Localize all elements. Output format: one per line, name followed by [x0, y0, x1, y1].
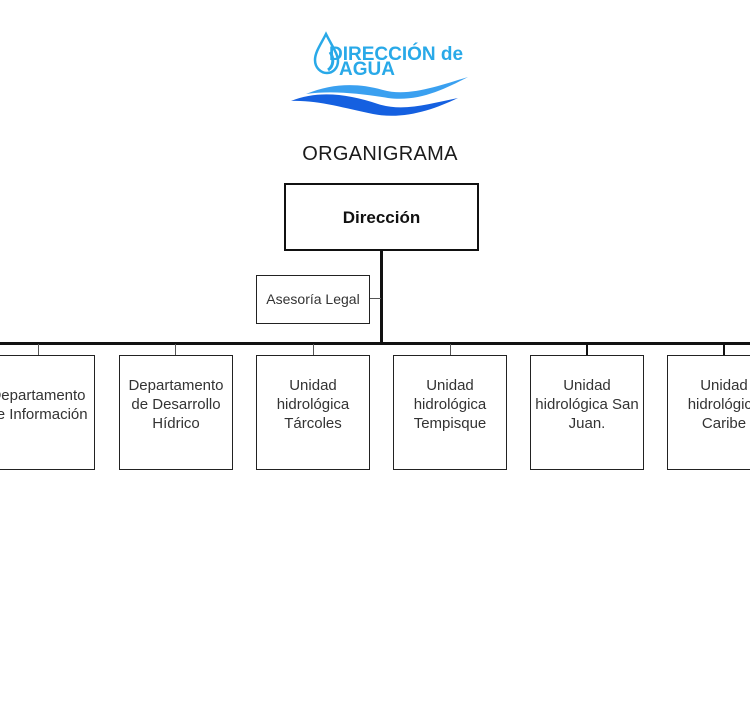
- org-node-unidad-san-juan[interactable]: Unidad hidrológica San Juan.: [530, 355, 644, 470]
- logo: DIRECCIÓN de AGUA: [288, 28, 473, 118]
- connector-root-vertical: [380, 251, 383, 345]
- connector-dept-5: [586, 344, 588, 355]
- logo-text-line1: DIRECCIÓN de: [329, 44, 464, 65]
- connector-dept-2: [175, 344, 176, 355]
- org-node-label: Unidad hidrológica Tárcoles: [276, 377, 350, 432]
- org-node-unidad-tarcoles[interactable]: Unidad hidrológica Tárcoles: [256, 355, 370, 470]
- connector-horizontal-bus: [0, 342, 750, 345]
- org-node-label: Unidad hidrológica Caribe: [687, 377, 750, 432]
- org-node-departamento-desarrollo-hidrico[interactable]: Departamento de Desarrollo Hídrico: [119, 355, 233, 470]
- org-node-unidad-tempisque[interactable]: Unidad hidrológica Tempisque: [393, 355, 507, 470]
- wave-top: [306, 77, 468, 99]
- connector-staff: [370, 298, 381, 299]
- org-node-label: Departamento de Información: [0, 386, 88, 423]
- connector-dept-3: [313, 344, 314, 355]
- org-node-departamento-informacion[interactable]: Departamento de Información: [0, 355, 95, 470]
- logo-graphics: [291, 31, 468, 116]
- connector-dept-4: [450, 344, 451, 355]
- water-drop-icon: [313, 31, 340, 75]
- org-node-label: Dirección: [342, 207, 421, 227]
- connector-dept-1: [38, 344, 39, 355]
- wave-bottom: [291, 94, 458, 116]
- org-node-direccion[interactable]: Dirección: [284, 183, 479, 251]
- org-node-label: Unidad hidrológica San Juan.: [535, 377, 639, 432]
- page-title: ORGANIGRAMA: [302, 143, 458, 165]
- org-node-label: Unidad hidrológica Tempisque: [413, 377, 487, 432]
- org-node-label: Asesoría Legal: [266, 291, 360, 307]
- logo-text-line2: AGUA: [339, 59, 395, 80]
- org-node-asesoria-legal[interactable]: Asesoría Legal: [256, 275, 370, 324]
- connector-dept-6: [723, 344, 725, 355]
- org-node-label: Departamento de Desarrollo Hídrico: [128, 377, 224, 432]
- org-node-unidad-caribe[interactable]: Unidad hidrológica Caribe: [667, 355, 750, 470]
